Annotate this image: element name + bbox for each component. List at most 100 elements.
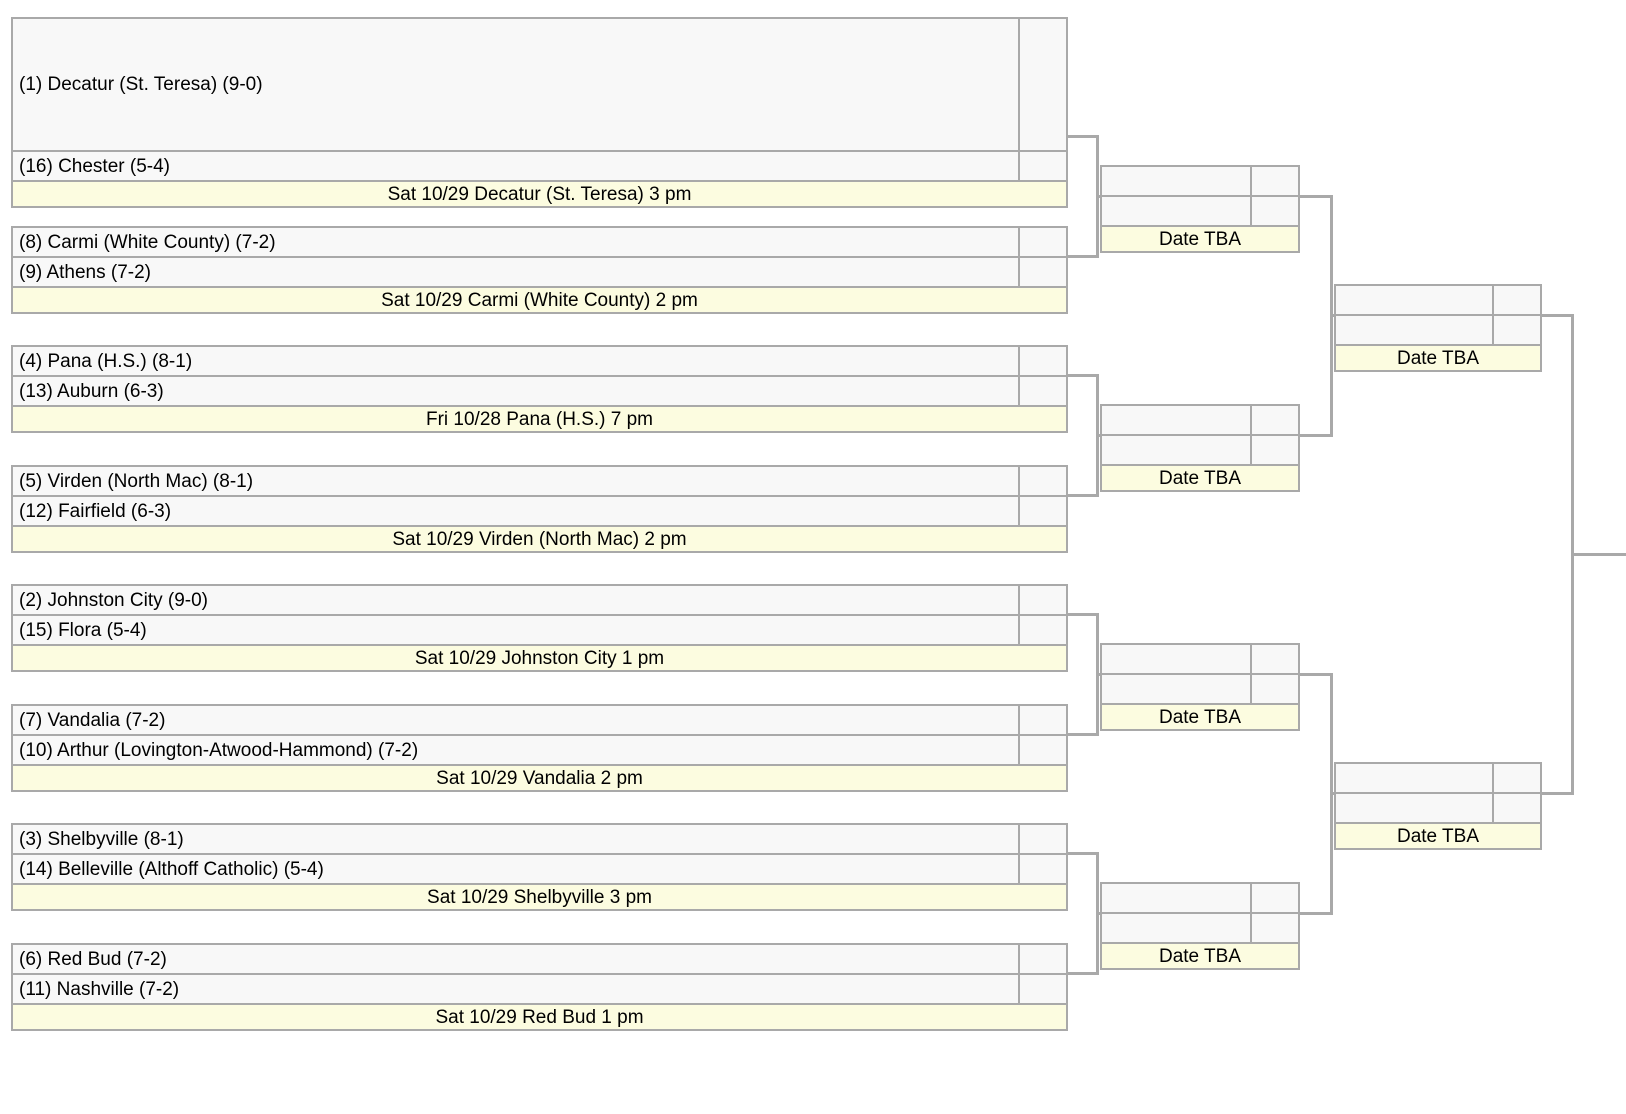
game-info: Sat 10/29 Vandalia 2 pm [11,764,1068,792]
team-score [1018,706,1066,734]
team-name: (14) Belleville (Althoff Catholic) (5-4) [19,859,324,879]
team-name: (4) Pana (H.S.) (8-1) [19,351,193,371]
team-row[interactable] [1334,762,1542,792]
team-row[interactable]: (5) Virden (North Mac) (8-1) [11,465,1068,495]
team-name: (2) Johnston City (9-0) [19,590,209,610]
team-score [1018,945,1066,973]
game-r1g7: (3) Shelbyville (8-1) (14) Belleville (A… [11,823,1068,911]
team-score [1250,436,1298,464]
game-info: Sat 10/29 Virden (North Mac) 2 pm [11,525,1068,553]
game-r2g3: Date TBA [1100,643,1300,731]
game-r1g4: (5) Virden (North Mac) (8-1) (12) Fairfi… [11,465,1068,553]
team-row[interactable] [1100,673,1300,703]
game-r1g1: (1) Decatur (St. Teresa) (9-0) (16) Ches… [11,17,1068,208]
game-r1g3: (4) Pana (H.S.) (8-1) (13) Auburn (6-3) … [11,345,1068,433]
team-row[interactable]: (12) Fairfield (6-3) [11,495,1068,525]
game-info: Sat 10/29 Shelbyville 3 pm [11,883,1068,911]
connector-r1g7-out [1066,852,1099,855]
team-score [1018,467,1066,495]
team-name: (6) Red Bud (7-2) [19,949,167,969]
team-row[interactable] [1100,404,1300,434]
game-r3g2: Date TBA [1334,762,1542,850]
team-score [1018,975,1066,1003]
team-score [1018,497,1066,525]
team-name: (1) Decatur (St. Teresa) (9-0) [19,75,263,94]
game-info: Date TBA [1334,822,1542,850]
connector-r2g1-out [1298,195,1333,198]
team-score [1018,855,1066,883]
team-score [1018,152,1066,180]
connector-r1g6-out [1066,733,1099,736]
team-row[interactable] [1100,882,1300,912]
team-row[interactable]: (16) Chester (5-4) [11,150,1068,180]
team-score [1250,645,1298,673]
team-score [1018,736,1066,764]
connector-r1g5-out [1066,613,1099,616]
game-r2g2: Date TBA [1100,404,1300,492]
team-row[interactable]: (6) Red Bud (7-2) [11,943,1068,973]
team-row[interactable] [1334,284,1542,314]
game-info: Date TBA [1334,344,1542,372]
game-r1g6: (7) Vandalia (7-2) (10) Arthur (Lovingto… [11,704,1068,792]
team-row[interactable]: (13) Auburn (6-3) [11,375,1068,405]
connector-r2g3-out [1298,673,1333,676]
team-row[interactable] [1100,434,1300,464]
team-row[interactable] [1100,165,1300,195]
team-score [1018,347,1066,375]
team-name: (9) Athens (7-2) [19,262,151,282]
connector-r3g2-out [1540,792,1574,795]
team-score [1250,914,1298,942]
team-row[interactable]: (9) Athens (7-2) [11,256,1068,286]
team-row[interactable]: (14) Belleville (Althoff Catholic) (5-4) [11,853,1068,883]
team-score [1250,167,1298,195]
team-name: (10) Arthur (Lovington-Atwood-Hammond) (… [19,740,419,760]
connector-r3g1-out [1540,314,1574,317]
team-score [1250,406,1298,434]
connector-r2g4-out [1298,912,1333,915]
game-r2g1: Date TBA [1100,165,1300,253]
team-name: (8) Carmi (White County) (7-2) [19,232,276,252]
team-score [1250,675,1298,703]
game-info: Sat 10/29 Decatur (St. Teresa) 3 pm [11,180,1068,208]
team-name: (13) Auburn (6-3) [19,381,164,401]
team-score [1018,228,1066,256]
team-name: (15) Flora (5-4) [19,620,147,640]
game-info: Date TBA [1100,942,1300,970]
game-info: Fri 10/28 Pana (H.S.) 7 pm [11,405,1068,433]
team-name: (12) Fairfield (6-3) [19,501,172,521]
team-row[interactable]: (15) Flora (5-4) [11,614,1068,644]
game-r3g1: Date TBA [1334,284,1542,372]
team-name: (11) Nashville (7-2) [19,979,180,999]
team-name: (5) Virden (North Mac) (8-1) [19,471,254,491]
team-row[interactable]: (1) Decatur (St. Teresa) (9-0) [11,17,1068,150]
connector-r1g1-out [1066,135,1099,138]
game-r1g8: (6) Red Bud (7-2) (11) Nashville (7-2) S… [11,943,1068,1031]
team-row[interactable]: (2) Johnston City (9-0) [11,584,1068,614]
team-row[interactable]: (3) Shelbyville (8-1) [11,823,1068,853]
connector-r1g8-out [1066,972,1099,975]
team-name: (3) Shelbyville (8-1) [19,829,184,849]
game-info: Sat 10/29 Red Bud 1 pm [11,1003,1068,1031]
team-score [1018,586,1066,614]
team-score [1492,316,1540,344]
game-r1g2: (8) Carmi (White County) (7-2) (9) Athen… [11,226,1068,314]
team-row[interactable]: (8) Carmi (White County) (7-2) [11,226,1068,256]
team-row[interactable]: (10) Arthur (Lovington-Atwood-Hammond) (… [11,734,1068,764]
game-r1g5: (2) Johnston City (9-0) (15) Flora (5-4)… [11,584,1068,672]
team-row[interactable] [1100,195,1300,225]
game-r2g4: Date TBA [1100,882,1300,970]
team-row[interactable] [1100,643,1300,673]
team-row[interactable] [1100,912,1300,942]
team-row[interactable]: (11) Nashville (7-2) [11,973,1068,1003]
team-row[interactable]: (4) Pana (H.S.) (8-1) [11,345,1068,375]
team-score [1018,377,1066,405]
team-name: (7) Vandalia (7-2) [19,710,166,730]
game-info: Date TBA [1100,464,1300,492]
team-score [1018,258,1066,286]
connector-r1g3-out [1066,374,1099,377]
team-row[interactable] [1334,314,1542,344]
game-info: Sat 10/29 Johnston City 1 pm [11,644,1068,672]
team-row[interactable]: (7) Vandalia (7-2) [11,704,1068,734]
team-row[interactable] [1334,792,1542,822]
